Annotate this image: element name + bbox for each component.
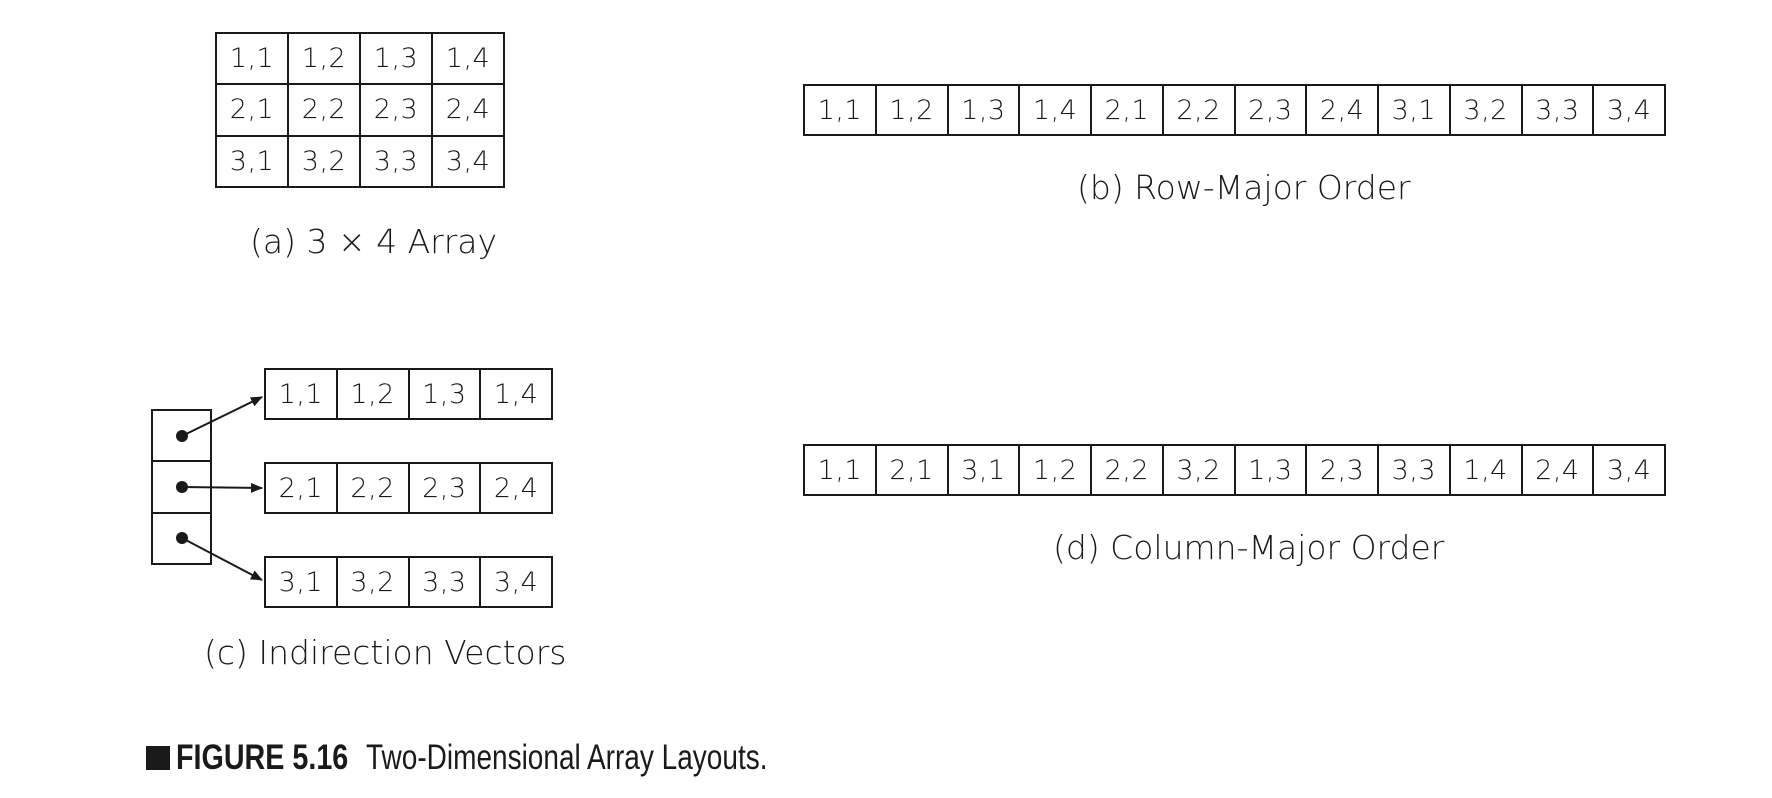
row-cell: 1,2: [337, 370, 410, 420]
figure-label: FIGURE 5.16: [176, 738, 349, 777]
column-major-cell: 1,4: [1450, 446, 1523, 496]
array-cell: 2,2: [289, 85, 361, 137]
row-major-cell: 3,1: [1379, 86, 1451, 136]
array-cell: 2,1: [217, 85, 289, 137]
array-cell: 2,3: [361, 85, 433, 137]
array-cell: 1,1: [217, 34, 289, 86]
row-cell: 3,2: [337, 558, 410, 608]
array-cell: 2,4: [433, 85, 505, 137]
row-major-cell: 2,1: [1092, 86, 1164, 136]
column-major-cell: 1,1: [805, 446, 877, 496]
row-major-cell: 2,2: [1163, 86, 1236, 136]
array-cell: 3,3: [361, 136, 433, 188]
row-major-cell: 3,3: [1522, 86, 1595, 136]
indirection-row-1: 1,1 1,2 1,3 1,4: [264, 368, 553, 420]
row-major-cell: 2,4: [1307, 86, 1379, 136]
column-major-strip: 1,1 2,1 3,1 1,2 2,2 3,2 1,3 2,3 3,3 1,4 …: [803, 444, 1666, 496]
indirection-row-3: 3,1 3,2 3,3 3,4: [264, 556, 553, 608]
row-major-cell: 3,2: [1450, 86, 1523, 136]
caption-indirection: (c) Indirection Vectors: [204, 633, 567, 672]
figure-title: Two-Dimensional Array Layouts.: [366, 738, 768, 777]
row-cell: 2,1: [266, 464, 338, 514]
row-cell: 1,1: [266, 370, 338, 420]
column-major-cell: 2,4: [1522, 446, 1595, 496]
row-cell: 3,3: [409, 558, 482, 608]
array-cell: 1,3: [361, 34, 433, 86]
array-cell: 3,4: [433, 136, 505, 188]
row-major-cell: 1,1: [805, 86, 877, 136]
pointer-slot: [153, 411, 212, 463]
column-major-cell: 3,2: [1163, 446, 1236, 496]
row-cell: 3,1: [266, 558, 338, 608]
caption-row-major: (b) Row-Major Order: [1077, 168, 1411, 207]
array-cell: 1,2: [289, 34, 361, 86]
square-bullet-icon: [146, 746, 170, 770]
array-cell: 1,4: [433, 34, 505, 86]
column-major-cell: 1,2: [1020, 446, 1092, 496]
row-cell: 1,3: [409, 370, 482, 420]
column-major-cell: 3,1: [948, 446, 1021, 496]
column-major-cell: 2,1: [876, 446, 949, 496]
row-major-cell: 3,4: [1594, 86, 1666, 136]
row-cell: 2,3: [409, 464, 482, 514]
caption-column-major: (d) Column-Major Order: [1053, 528, 1445, 567]
row-major-cell: 1,2: [876, 86, 949, 136]
column-major-cell: 3,4: [1594, 446, 1666, 496]
row-cell: 3,4: [481, 558, 553, 608]
figure-caption: FIGURE 5.16 Two-Dimensional Array Layout…: [146, 738, 868, 778]
row-cell: 1,4: [481, 370, 553, 420]
array-cell: 3,1: [217, 136, 289, 188]
pointer-slot: [153, 513, 212, 565]
row-major-cell: 1,4: [1020, 86, 1092, 136]
row-major-cell: 1,3: [948, 86, 1021, 136]
pointer-slot: [153, 462, 212, 514]
row-major-strip: 1,1 1,2 1,3 1,4 2,1 2,2 2,3 2,4 3,1 3,2 …: [803, 84, 1666, 136]
array-cell: 3,2: [289, 136, 361, 188]
column-major-cell: 2,2: [1092, 446, 1164, 496]
row-cell: 2,2: [337, 464, 410, 514]
column-major-cell: 1,3: [1235, 446, 1308, 496]
column-major-cell: 2,3: [1307, 446, 1379, 496]
row-major-cell: 2,3: [1235, 86, 1308, 136]
array-3x4-grid: 1,1 1,2 1,3 1,4 2,1 2,2 2,3 2,4 3,1 3,2 …: [215, 32, 505, 188]
column-major-cell: 3,3: [1379, 446, 1451, 496]
indirection-vector: [151, 409, 212, 565]
indirection-row-2: 2,1 2,2 2,3 2,4: [264, 462, 553, 514]
caption-array: (a) 3 × 4 Array: [250, 222, 498, 261]
row-cell: 2,4: [481, 464, 553, 514]
